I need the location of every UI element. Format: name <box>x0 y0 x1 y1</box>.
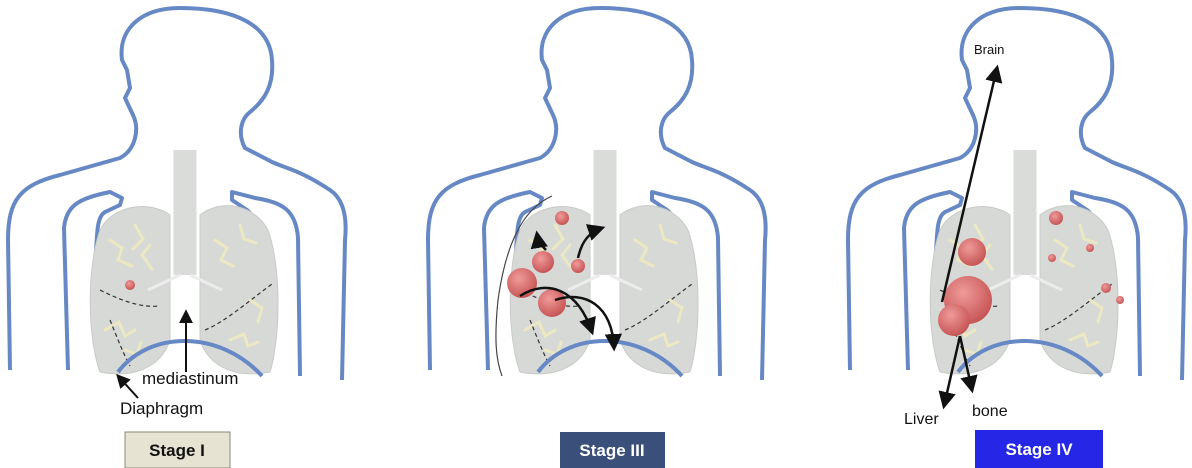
tumor <box>1116 296 1124 304</box>
diaphragm-arrow <box>118 376 138 398</box>
tumor-small <box>125 280 135 290</box>
tumor <box>571 259 585 273</box>
torso-outline <box>8 8 346 380</box>
tumor <box>1101 283 1111 293</box>
tumor <box>1049 211 1063 225</box>
panel-stage-4: Brain Liver bone Stage IV <box>848 8 1186 468</box>
tumor <box>555 211 569 225</box>
stage-badge: Stage I <box>149 441 205 460</box>
torso-outline <box>848 8 1186 380</box>
brain-label: Brain <box>974 42 1004 57</box>
tumor <box>532 251 554 273</box>
panel-stage-1: mediastinum Diaphragm Stage I <box>8 8 346 468</box>
mediastinum-label: mediastinum <box>142 369 238 388</box>
liver-label: Liver <box>904 411 939 428</box>
diaphragm-label: Diaphragm <box>120 399 203 418</box>
torso-outline <box>428 8 766 380</box>
tumor <box>938 304 970 336</box>
tumor <box>538 289 566 317</box>
tumor <box>958 238 986 266</box>
tumor <box>1048 254 1056 262</box>
tumor <box>1086 244 1094 252</box>
stage-badge: Stage IV <box>1005 440 1073 459</box>
bone-label: bone <box>972 403 1008 420</box>
panel-stage-3: Stage III <box>428 8 766 468</box>
stage-badge: Stage III <box>579 441 644 460</box>
